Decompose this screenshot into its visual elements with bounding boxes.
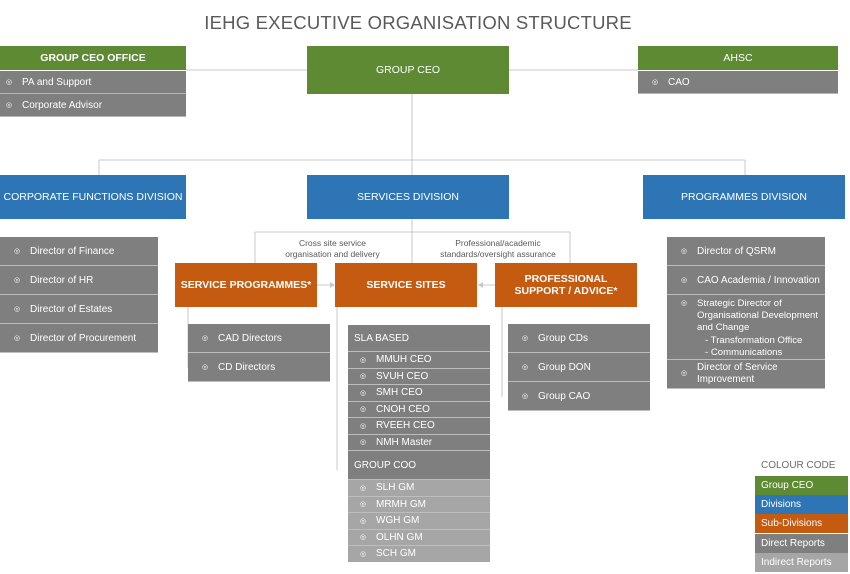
corporate-functions-division: CORPORATE FUNCTIONS DIVISION — [0, 175, 186, 219]
group-ceo-box: GROUP CEO — [307, 46, 509, 94]
target-bullet-icon: ◎ — [360, 356, 367, 364]
list-item: ◎ Director of Service Improvement — [667, 360, 825, 389]
target-bullet-icon: ◎ — [360, 389, 367, 397]
target-bullet-icon: ◎ — [202, 364, 209, 371]
target-bullet-icon: ◎ — [6, 102, 13, 109]
list-item: ◎Director of Finance — [0, 237, 158, 266]
service-sites-list: SLA BASED ◎MMUH CEO ◎SVUH CEO ◎SMH CEO ◎… — [348, 325, 490, 562]
group-ceo-office-list: ◎PA and Support ◎Corporate Advisor — [0, 71, 186, 117]
list-item: ◎OLHN GM — [348, 528, 490, 545]
cross-site-note: Cross site service organisation and deli… — [285, 238, 380, 259]
sla-based-label: SLA BASED — [348, 325, 490, 351]
service-sites-box: SERVICE SITES — [335, 263, 477, 307]
target-bullet-icon: ◎ — [681, 300, 688, 307]
target-bullet-icon: ◎ — [360, 517, 367, 525]
list-item: ◎CAO Academia / Innovation — [667, 266, 825, 295]
legend-sub-divisions: Sub-Divisions — [755, 514, 848, 533]
list-item: ◎Group CDs — [508, 324, 650, 353]
legend-direct-reports: Direct Reports — [755, 534, 848, 553]
ahsc-header: AHSC — [638, 46, 838, 70]
list-item: ◎SVUH CEO — [348, 367, 490, 384]
professional-support-box: PROFESSIONAL SUPPORT / ADVICE* — [495, 263, 637, 307]
target-bullet-icon: ◎ — [360, 439, 367, 447]
group-coo-label: GROUP COO — [348, 450, 490, 479]
target-bullet-icon: ◎ — [14, 277, 21, 284]
target-bullet-icon: ◎ — [14, 248, 21, 255]
legend-group-ceo: Group CEO — [755, 476, 848, 495]
list-item: ◎CAO — [638, 71, 838, 94]
target-bullet-icon: ◎ — [6, 79, 13, 86]
target-bullet-icon: ◎ — [522, 393, 529, 400]
list-item: ◎ Strategic Director of Organisational D… — [667, 295, 825, 360]
target-bullet-icon: ◎ — [360, 501, 367, 509]
target-bullet-icon: ◎ — [360, 373, 367, 381]
professional-note: Professional/academic standards/oversigh… — [440, 238, 556, 259]
list-item: ◎Director of QSRM — [667, 237, 825, 266]
target-bullet-icon: ◎ — [202, 335, 209, 342]
target-bullet-icon: ◎ — [522, 335, 529, 342]
list-item: ◎CAD Directors — [188, 324, 330, 353]
service-programmes-list: ◎CAD Directors ◎CD Directors — [188, 324, 330, 382]
list-item: ◎RVEEH CEO — [348, 417, 490, 434]
chart-title: IEHG EXECUTIVE ORGANISATION STRUCTURE — [204, 12, 632, 33]
list-item: ◎SLH GM — [348, 479, 490, 496]
list-item: ◎Group DON — [508, 353, 650, 382]
programmes-list: ◎Director of QSRM ◎CAO Academia / Innova… — [667, 237, 825, 389]
legend-title: COLOUR CODE — [761, 460, 836, 471]
list-item: ◎Group CAO — [508, 382, 650, 411]
list-item: ◎MMUH CEO — [348, 351, 490, 368]
professional-support-list: ◎Group CDs ◎Group DON ◎Group CAO — [508, 324, 650, 411]
services-division: SERVICES DIVISION — [307, 175, 509, 219]
legend-divisions: Divisions — [755, 495, 848, 514]
target-bullet-icon: ◎ — [360, 422, 367, 430]
legend-indirect-reports: Indirect Reports — [755, 553, 848, 572]
target-bullet-icon: ◎ — [14, 335, 21, 342]
group-ceo-office-header: GROUP CEO OFFICE — [0, 46, 186, 70]
list-item: ◎SCH GM — [348, 545, 490, 562]
list-item: ◎Director of Procurement — [0, 324, 158, 353]
target-bullet-icon: ◎ — [681, 248, 688, 255]
list-item: ◎WGH GM — [348, 512, 490, 529]
list-item: ◎SMH CEO — [348, 384, 490, 401]
target-bullet-icon: ◎ — [360, 550, 367, 558]
list-item: ◎MRMH GM — [348, 495, 490, 512]
list-item: ◎Director of Estates — [0, 295, 158, 324]
ahsc-list: ◎CAO — [638, 71, 838, 94]
list-item: ◎PA and Support — [0, 71, 186, 94]
corporate-list: ◎Director of Finance ◎Director of HR ◎Di… — [0, 237, 158, 353]
programmes-division: PROGRAMMES DIVISION — [643, 175, 845, 219]
list-item: ◎CNOH CEO — [348, 400, 490, 417]
target-bullet-icon: ◎ — [360, 534, 367, 542]
target-bullet-icon: ◎ — [681, 370, 688, 377]
list-item: ◎Director of HR — [0, 266, 158, 295]
target-bullet-icon: ◎ — [652, 79, 659, 86]
target-bullet-icon: ◎ — [681, 277, 688, 284]
list-item: ◎Corporate Advisor — [0, 94, 186, 117]
list-item: ◎NMH Master — [348, 433, 490, 450]
list-item: ◎CD Directors — [188, 353, 330, 382]
target-bullet-icon: ◎ — [360, 484, 367, 492]
target-bullet-icon: ◎ — [522, 364, 529, 371]
target-bullet-icon: ◎ — [14, 306, 21, 313]
service-programmes-box: SERVICE PROGRAMMES* — [175, 263, 317, 307]
target-bullet-icon: ◎ — [360, 406, 367, 414]
